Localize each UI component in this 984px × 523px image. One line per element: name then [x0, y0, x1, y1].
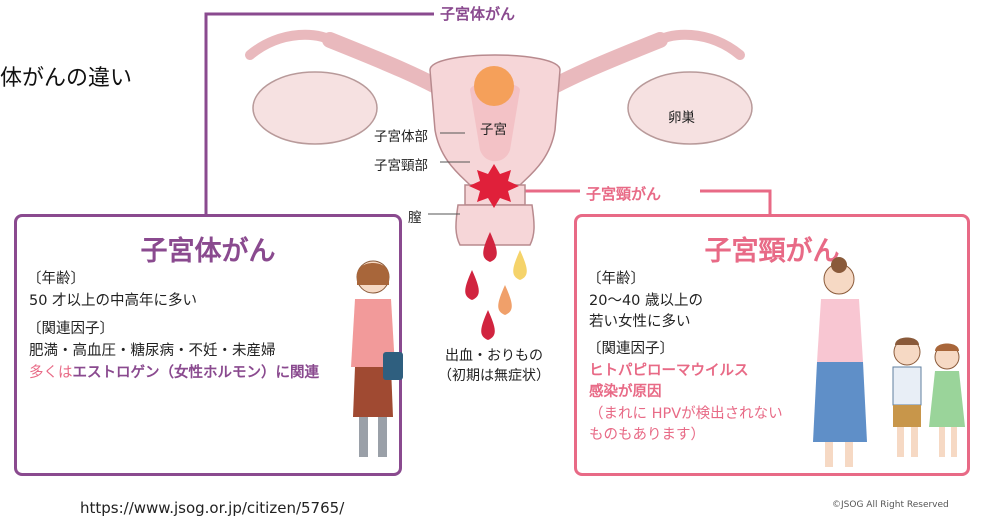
vagina-label: 膣	[408, 210, 422, 226]
left-age-text: 50 才以上の中高年に多い	[29, 293, 198, 309]
right-age-text1: 20〜40 歳以上の	[589, 293, 704, 309]
left-age-heading: 〔年齢〕	[27, 271, 85, 287]
right-age-heading: 〔年齢〕	[587, 271, 645, 287]
cervical-cancer-tag: 子宮頸がん	[580, 183, 668, 204]
page-heading: 体がんの違い	[0, 66, 133, 91]
left-factor-prefix: 多くは	[29, 365, 73, 381]
bleeding-line1: 出血・おりもの	[445, 348, 543, 364]
woman-figure-illustration	[351, 260, 403, 457]
blood-droplets	[465, 232, 527, 340]
bleeding-line2: （初期は無症状）	[438, 367, 550, 384]
left-factor-text: 肥満・高血圧・糖尿病・不妊・未産婦	[29, 343, 276, 359]
body-cancer-title: 子宮体がん	[140, 236, 276, 267]
uterus-illustration	[245, 29, 753, 246]
cervical-cancer-box: 子宮頸がん 〔年齢〕 20〜40 歳以上の 若い女性に多い 〔関連因子〕 ヒトパ…	[574, 214, 970, 476]
ovary-label: 卵巣	[668, 110, 695, 126]
left-factor-highlight: エストロゲン（女性ホルモン）に関連	[72, 365, 320, 381]
uterus-label: 子宮	[480, 122, 507, 138]
source-url: https://www.jsog.or.jp/citizen/5765/	[80, 499, 345, 517]
right-factor-heading: 〔関連因子〕	[587, 341, 674, 357]
cervical-cancer-title: 子宮頸がん	[704, 236, 840, 267]
left-factor-highlight-line: 多くはエストロゲン（女性ホルモン）に関連	[29, 365, 319, 382]
copyright-notice: ©JSOG All Right Reserved	[832, 500, 949, 510]
right-note1: （まれに HPVが検出されない	[589, 406, 783, 422]
body-tumor-icon	[474, 66, 514, 106]
bleeding-caption: 出血・おりもの （初期は無症状）	[438, 347, 550, 386]
right-age-text2: 若い女性に多い	[589, 314, 691, 330]
right-factor-highlight2: 感染が原因	[589, 384, 662, 400]
uterine-cervix-label: 子宮頸部	[374, 158, 428, 174]
uterine-body-label: 子宮体部	[374, 129, 428, 145]
right-note2: ものもあります）	[589, 427, 705, 443]
body-cancer-tag: 子宮体がん	[434, 3, 522, 24]
left-factor-heading: 〔関連因子〕	[27, 321, 114, 337]
right-factor-highlight1: ヒトパピローマウイルス	[589, 363, 749, 379]
mother-children-illustration	[813, 257, 965, 467]
cervix-tumor-icon	[469, 164, 519, 208]
body-cancer-box: 子宮体がん 〔年齢〕 50 才以上の中高年に多い 〔関連因子〕 肥満・高血圧・糖…	[14, 214, 403, 476]
